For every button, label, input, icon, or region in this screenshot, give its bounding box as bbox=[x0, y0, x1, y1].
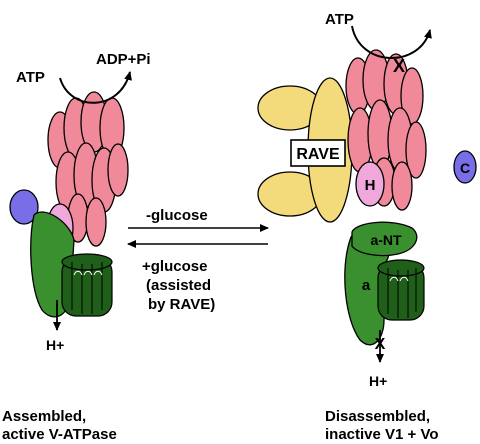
blocked-x-bottom: X bbox=[375, 336, 386, 353]
caption-right-line1: Disassembled, bbox=[325, 408, 430, 425]
caption-left-line2: active V-ATPase bbox=[2, 426, 117, 443]
disassembled-v1-vo: RAVE H C ATP X a-NT a X H+ bbox=[257, 11, 477, 389]
reverse-arrow-label-2: (assisted bbox=[146, 277, 211, 294]
blocked-x-top: X bbox=[393, 56, 405, 76]
a-nt-domain bbox=[351, 221, 418, 257]
caption-left-line1: Assembled, bbox=[2, 408, 86, 425]
rave-box bbox=[290, 139, 346, 167]
c-ring-right bbox=[377, 259, 425, 321]
a-subunit-label: a bbox=[362, 277, 371, 294]
a-nt-label: a-NT bbox=[370, 232, 402, 248]
proton-label-right: H+ bbox=[369, 373, 387, 389]
reverse-arrow-label-1: +glucose bbox=[142, 258, 207, 275]
v1-domain-left bbox=[47, 91, 129, 247]
h-subunit-label: H bbox=[365, 177, 376, 194]
v1-domain-right bbox=[345, 49, 427, 211]
c-subunit-label: C bbox=[460, 160, 470, 176]
atp-arrow-right bbox=[351, 25, 432, 59]
proton-label-left: H+ bbox=[46, 337, 64, 353]
adp-pi-label: ADP+Pi bbox=[96, 51, 151, 68]
atp-label-left: ATP bbox=[16, 69, 45, 86]
forward-arrow-label: -glucose bbox=[146, 207, 208, 224]
equilibrium-arrows: -glucose +glucose (assisted by RAVE) bbox=[127, 207, 269, 313]
h-subunit-right bbox=[355, 161, 385, 207]
atp-label-right: ATP bbox=[325, 11, 354, 28]
rave-label: RAVE bbox=[296, 146, 340, 163]
atp-hydrolysis-arrow-left bbox=[59, 71, 132, 104]
c-ring-left bbox=[61, 253, 113, 317]
caption-right-line2: inactive V1 + Vo bbox=[325, 426, 439, 443]
c-subunit-left bbox=[9, 189, 39, 225]
assembled-v-atpase: ATP ADP+Pi H+ bbox=[9, 51, 151, 353]
c-subunit-right bbox=[453, 150, 477, 184]
reverse-arrow-label-3: by RAVE) bbox=[148, 296, 215, 313]
